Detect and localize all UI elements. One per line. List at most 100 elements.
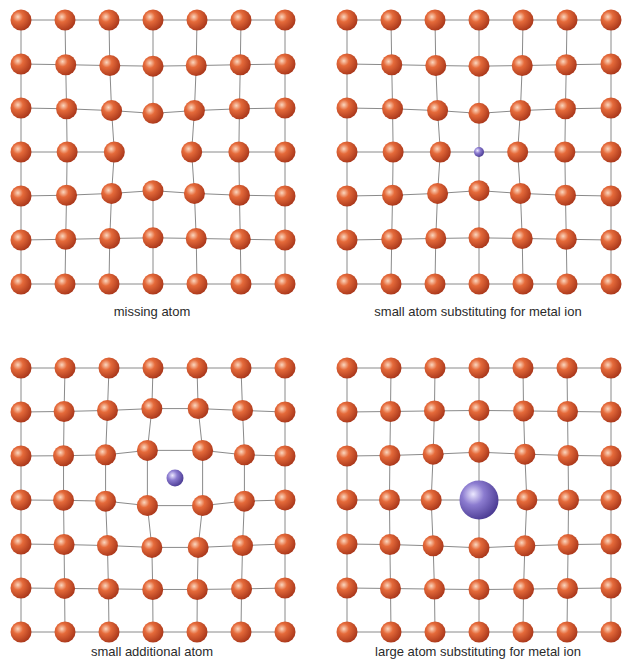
metal-atom bbox=[11, 446, 32, 467]
metal-atom bbox=[232, 535, 253, 556]
metal-atom bbox=[379, 534, 400, 555]
metal-atom bbox=[513, 622, 534, 643]
metal-atom bbox=[99, 228, 120, 249]
metal-atom bbox=[507, 142, 528, 163]
metal-atom bbox=[143, 180, 164, 201]
metal-atom bbox=[228, 142, 249, 163]
metal-atom bbox=[11, 10, 32, 31]
metal-atom bbox=[230, 229, 251, 250]
metal-atom bbox=[555, 98, 576, 119]
metal-atom bbox=[231, 358, 252, 379]
metal-atom bbox=[275, 186, 296, 207]
metal-atom bbox=[469, 180, 490, 201]
metal-atom bbox=[558, 490, 579, 511]
metal-atom bbox=[510, 100, 531, 121]
metal-atom bbox=[99, 358, 120, 379]
metal-atom bbox=[11, 274, 32, 295]
metal-atom bbox=[54, 578, 75, 599]
metal-atom bbox=[275, 490, 296, 511]
metal-atom bbox=[95, 491, 116, 512]
metal-atom bbox=[469, 103, 490, 124]
metal-atom bbox=[469, 537, 490, 558]
metal-atom bbox=[231, 274, 252, 295]
metal-atom bbox=[557, 274, 578, 295]
metal-atom bbox=[379, 490, 400, 511]
panel-caption: small atom substituting for metal ion bbox=[374, 304, 581, 320]
metal-atom bbox=[11, 98, 32, 119]
metal-atom bbox=[11, 142, 32, 163]
metal-atom bbox=[11, 490, 32, 511]
metal-atom bbox=[554, 142, 575, 163]
metal-atom bbox=[601, 142, 622, 163]
metal-atom bbox=[513, 400, 534, 421]
metal-atom bbox=[57, 142, 78, 163]
metal-atom bbox=[54, 534, 75, 555]
metal-atom bbox=[381, 10, 402, 31]
metal-atom bbox=[55, 10, 76, 31]
metal-atom bbox=[95, 444, 116, 465]
metal-atom bbox=[187, 622, 208, 643]
metal-atom bbox=[421, 490, 442, 511]
metal-atom bbox=[232, 400, 253, 421]
metal-atom bbox=[423, 444, 444, 465]
metal-atom bbox=[337, 230, 358, 251]
metal-atom bbox=[11, 186, 32, 207]
metal-atom bbox=[513, 358, 534, 379]
metal-atom bbox=[469, 274, 490, 295]
metal-atom bbox=[555, 185, 576, 206]
metal-atom bbox=[601, 54, 622, 75]
metal-atom bbox=[230, 54, 251, 75]
metal-atom bbox=[425, 358, 446, 379]
metal-atom bbox=[469, 10, 490, 31]
metal-atom bbox=[379, 445, 400, 466]
metal-atom bbox=[557, 401, 578, 422]
metal-atom bbox=[425, 10, 446, 31]
metal-atom bbox=[11, 54, 32, 75]
metal-atom bbox=[141, 398, 162, 419]
metal-atom bbox=[186, 228, 207, 249]
lattice-bonds bbox=[21, 20, 611, 632]
metal-atom bbox=[55, 622, 76, 643]
impurity-atom bbox=[474, 147, 484, 157]
metal-atom bbox=[143, 227, 164, 248]
metal-atom bbox=[512, 55, 533, 76]
metal-atom bbox=[188, 398, 209, 419]
metal-atom bbox=[427, 100, 448, 121]
metal-atom bbox=[514, 444, 535, 465]
metal-atom bbox=[601, 186, 622, 207]
metal-atom bbox=[337, 490, 358, 511]
metal-atom bbox=[469, 400, 490, 421]
metal-atom bbox=[601, 578, 622, 599]
metal-atom bbox=[186, 55, 207, 76]
metal-atom bbox=[383, 142, 404, 163]
metal-atom bbox=[382, 98, 403, 119]
metal-atom bbox=[337, 54, 358, 75]
metal-atom bbox=[425, 228, 446, 249]
metal-atom bbox=[11, 358, 32, 379]
metal-atom bbox=[184, 100, 205, 121]
metal-atom bbox=[55, 229, 76, 250]
panel-caption: missing atom bbox=[114, 304, 191, 320]
metal-atom bbox=[184, 183, 205, 204]
metal-atom bbox=[187, 274, 208, 295]
metal-atom bbox=[188, 537, 209, 558]
metal-atom bbox=[558, 534, 579, 555]
metal-atom bbox=[423, 535, 444, 556]
metal-atom bbox=[601, 10, 622, 31]
metal-atom bbox=[187, 10, 208, 31]
metal-atom bbox=[514, 535, 535, 556]
metal-atom bbox=[234, 444, 255, 465]
metal-atom bbox=[469, 358, 490, 379]
metal-atom bbox=[469, 622, 490, 643]
metal-atom bbox=[143, 10, 164, 31]
metal-atom bbox=[513, 10, 534, 31]
metal-atom bbox=[513, 579, 534, 600]
metal-atom bbox=[137, 495, 158, 516]
metal-atom bbox=[337, 622, 358, 643]
metal-atom bbox=[11, 578, 32, 599]
metal-atom bbox=[601, 402, 622, 423]
metal-atom bbox=[143, 358, 164, 379]
metal-atom bbox=[601, 274, 622, 295]
metal-atom bbox=[512, 228, 533, 249]
